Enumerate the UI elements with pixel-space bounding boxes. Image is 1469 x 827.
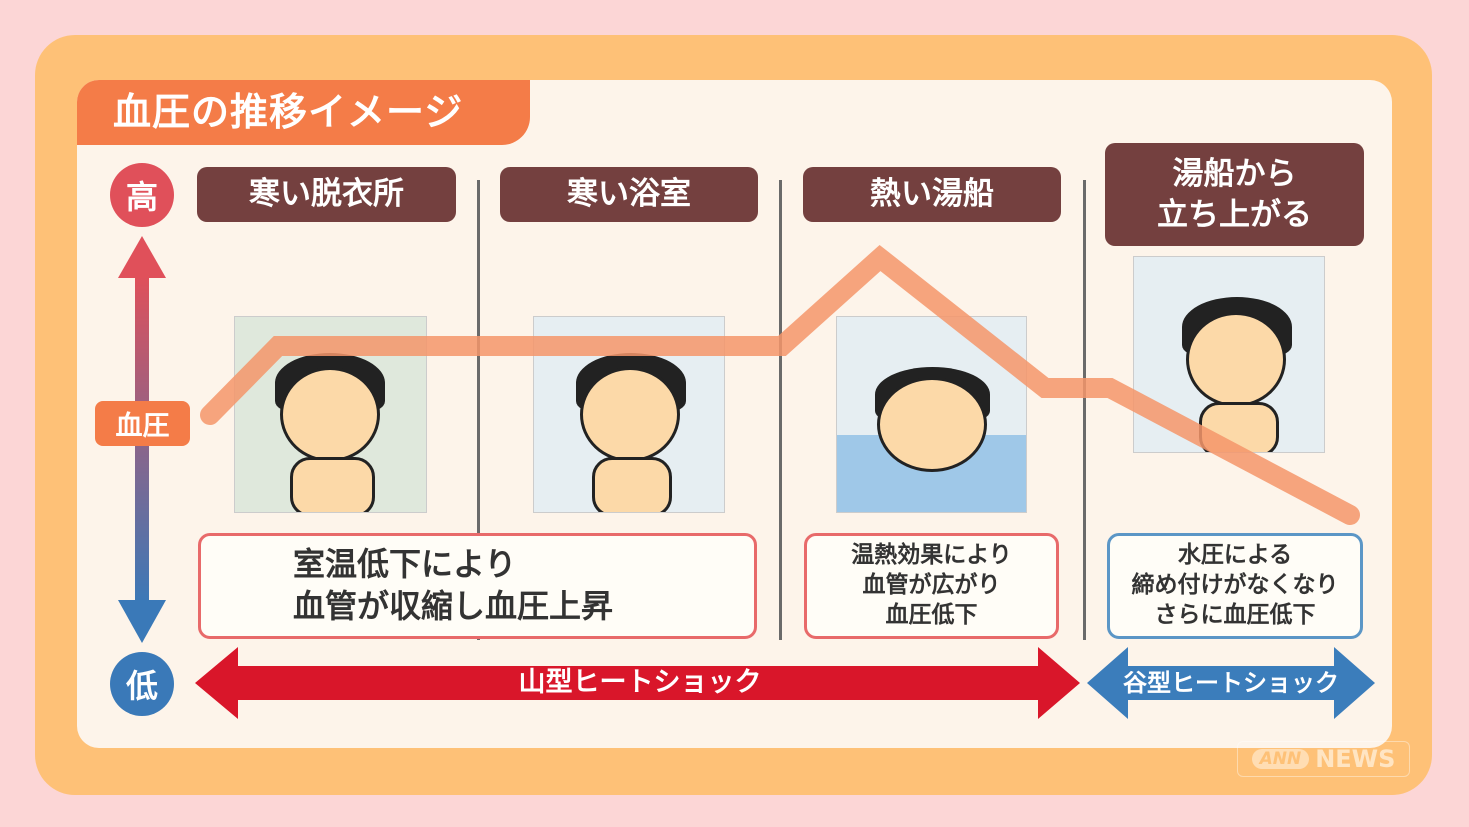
divider (477, 180, 480, 640)
stage-header-bathroom: 寒い浴室 (500, 167, 758, 222)
mountain-heat-shock-label: 山型ヒートショック (518, 667, 762, 698)
note-water-pressure: 水圧による 締め付けがなくなり さらに血圧低下 (1107, 533, 1363, 639)
stage-header-standing-up: 湯船から 立ち上がる (1105, 143, 1364, 246)
logo-ann: ANN (1251, 749, 1310, 769)
high-indicator: 高 (110, 163, 174, 227)
blood-pressure-line (200, 244, 1360, 525)
hot-bath-man-illustration (836, 316, 1027, 513)
stage-header-hot-bath: 熱い湯船 (803, 167, 1061, 222)
low-indicator: 低 (110, 652, 174, 716)
valley-heat-shock-arrow (1087, 647, 1375, 719)
ann-news-logo: ANN NEWS (1237, 741, 1410, 777)
divider (779, 180, 782, 640)
valley-heat-shock-label: 谷型ヒートショック (1123, 669, 1339, 697)
note-vasodilation: 温熱効果により 血管が広がり 血圧低下 (804, 533, 1059, 639)
page-title: 血圧の推移イメージ (77, 80, 530, 145)
mountain-heat-shock-arrow (195, 647, 1080, 719)
blood-pressure-label: 血圧 (95, 401, 190, 446)
logo-news: NEWS (1315, 745, 1396, 773)
note-vasoconstriction: 室温低下により 血管が収縮し血圧上昇 (198, 533, 757, 639)
divider (1083, 180, 1086, 640)
stage-header-dressing-room: 寒い脱衣所 (197, 167, 456, 222)
